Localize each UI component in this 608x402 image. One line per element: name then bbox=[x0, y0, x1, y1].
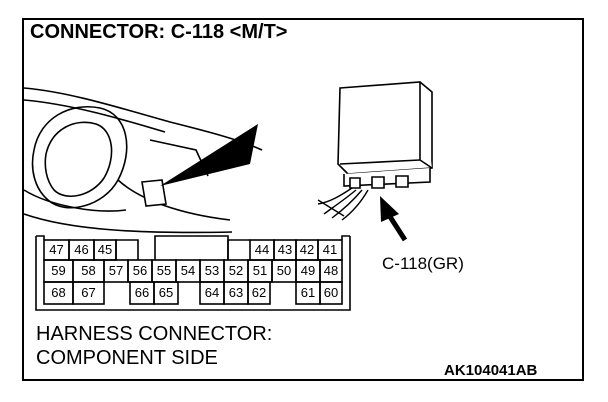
pin-52: 52 bbox=[228, 263, 244, 278]
pin-56: 56 bbox=[132, 263, 148, 278]
pin-68: 68 bbox=[51, 285, 66, 300]
diagram-frame bbox=[22, 18, 584, 381]
zoom-indicator bbox=[141, 124, 258, 207]
pin-61: 61 bbox=[300, 285, 316, 300]
figure-code: AK104041AB bbox=[444, 362, 538, 379]
pin-42: 42 bbox=[299, 242, 315, 257]
pin-49: 49 bbox=[300, 263, 316, 278]
caption-line-2: COMPONENT SIDE bbox=[36, 347, 218, 369]
connector-label: C-118(GR) bbox=[382, 254, 464, 273]
harness-wires bbox=[317, 187, 369, 221]
pin-43: 43 bbox=[277, 242, 293, 257]
pin-60: 60 bbox=[323, 285, 339, 300]
pin-58: 58 bbox=[81, 263, 96, 278]
pin-66: 66 bbox=[134, 285, 150, 300]
pin-45: 45 bbox=[97, 242, 113, 257]
pin-47: 47 bbox=[49, 242, 64, 257]
pin-46: 46 bbox=[74, 242, 89, 257]
caption-line-1: HARNESS CONNECTOR: bbox=[36, 323, 273, 345]
pin-50: 50 bbox=[276, 263, 292, 278]
pin-grid bbox=[35, 235, 351, 311]
pin-64: 64 bbox=[204, 285, 220, 300]
diagram-title: CONNECTOR: C-118 <M/T> bbox=[30, 21, 288, 43]
connector-module bbox=[337, 81, 433, 189]
pin-59: 59 bbox=[51, 263, 66, 278]
pin-57: 57 bbox=[108, 263, 124, 278]
pin-63: 63 bbox=[228, 285, 244, 300]
pin-41: 41 bbox=[322, 242, 338, 257]
pointer-arrow-icon bbox=[380, 196, 408, 242]
pin-54: 54 bbox=[180, 263, 196, 278]
pin-55: 55 bbox=[156, 263, 172, 278]
pin-67: 67 bbox=[81, 285, 96, 300]
pin-48: 48 bbox=[323, 263, 339, 278]
pin-51: 51 bbox=[252, 263, 268, 278]
pin-53: 53 bbox=[204, 263, 220, 278]
pin-62: 62 bbox=[251, 285, 267, 300]
pin-65: 65 bbox=[158, 285, 174, 300]
pin-44: 44 bbox=[254, 242, 270, 257]
